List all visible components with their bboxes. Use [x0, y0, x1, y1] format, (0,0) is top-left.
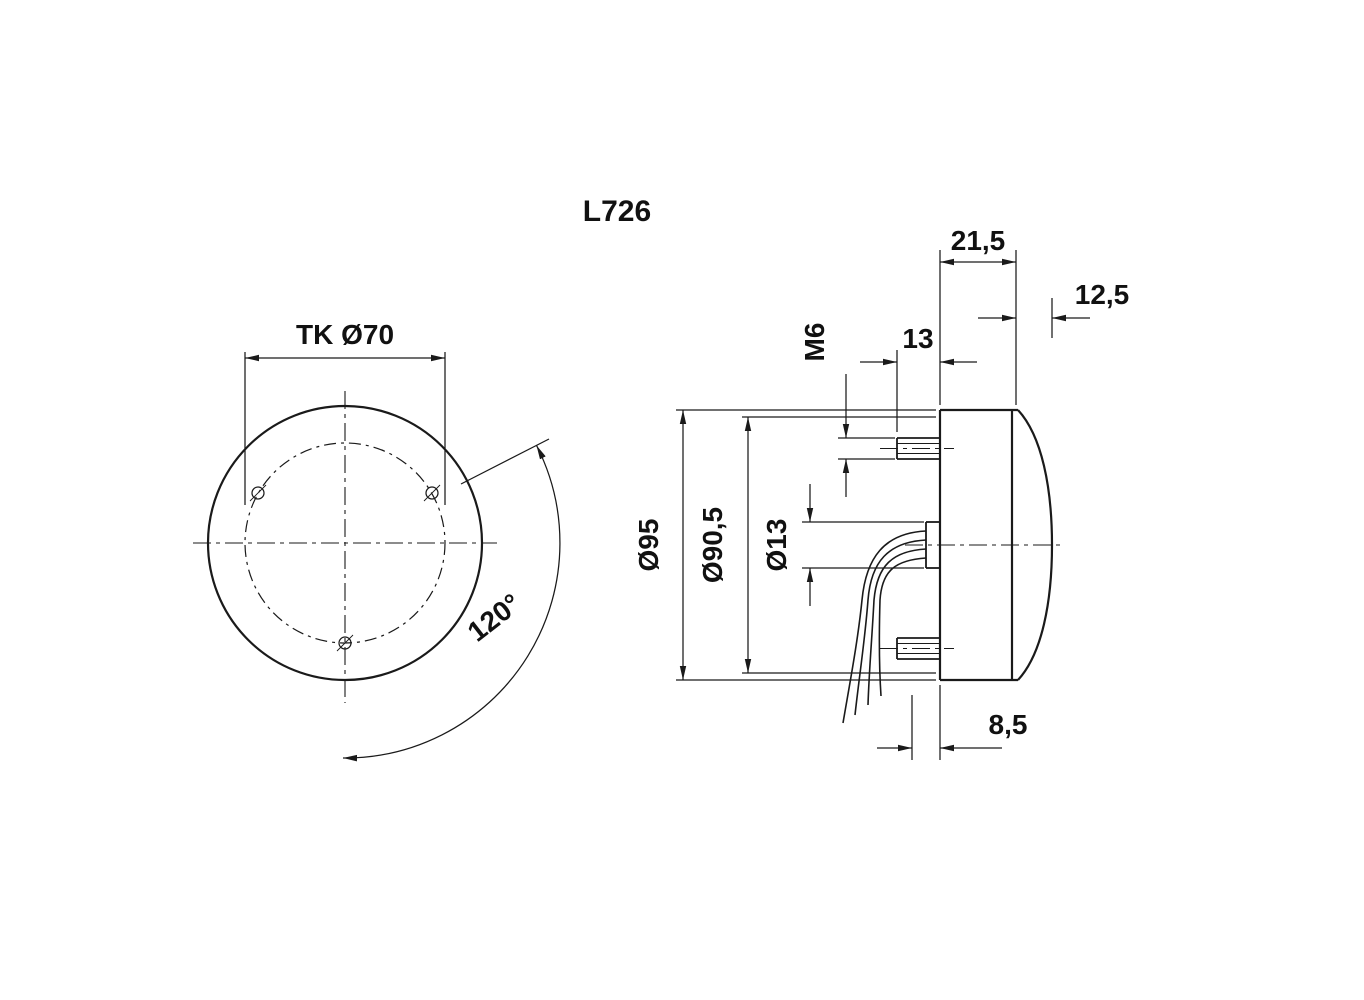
hole-circle [251, 486, 265, 500]
angle-arc [342, 445, 561, 762]
wire [842, 530, 927, 724]
mounting-hole-top-left [249, 484, 267, 502]
hole-tick [249, 484, 267, 502]
stud-bottom [880, 637, 954, 660]
dimension-outer-diameter: Ø95 [633, 409, 936, 681]
radial-leader-line [460, 438, 550, 485]
dimension-hub-diameter: Ø13 [761, 484, 924, 606]
dimension-stud-length: 13 [860, 323, 977, 432]
dimension-rear-depth: 8,5 [877, 685, 1027, 760]
overall-depth-label: 21,5 [951, 225, 1006, 256]
front-view: TK Ø70 120° [193, 319, 561, 762]
dimension-lens-depth: 12,5 [978, 279, 1129, 338]
wire [867, 548, 927, 706]
hub-diameter-label: Ø13 [761, 519, 792, 572]
mounting-hole-top-right [423, 484, 441, 502]
mounting-hole-bottom [336, 634, 354, 652]
wire [878, 557, 927, 697]
bolt-circle-label: TK Ø70 [296, 319, 394, 350]
rear-depth-label: 8,5 [989, 709, 1028, 740]
dimension-hole-angle: 120° [342, 438, 561, 762]
stud-top [880, 437, 954, 460]
drawing-title: L726 [583, 195, 651, 228]
lens-dome [1017, 409, 1054, 681]
stud-thread-label: M6 [799, 323, 830, 362]
stud-length-label: 13 [902, 323, 933, 354]
outer-diameter-label: Ø95 [633, 519, 664, 572]
dimension-overall-depth: 21,5 [939, 225, 1017, 405]
lens-depth-label: 12,5 [1075, 279, 1130, 310]
dimension-body-diameter: Ø90,5 [697, 416, 936, 674]
wire [854, 539, 927, 716]
dimension-bolt-circle: TK Ø70 [244, 319, 446, 505]
cable-hub [925, 521, 940, 569]
dimension-stud-thread: M6 [799, 323, 895, 497]
cable-wires [842, 530, 927, 724]
side-view: 21,5 12,5 13 M6 Ø95 [633, 225, 1129, 760]
body-diameter-label: Ø90,5 [697, 507, 728, 583]
